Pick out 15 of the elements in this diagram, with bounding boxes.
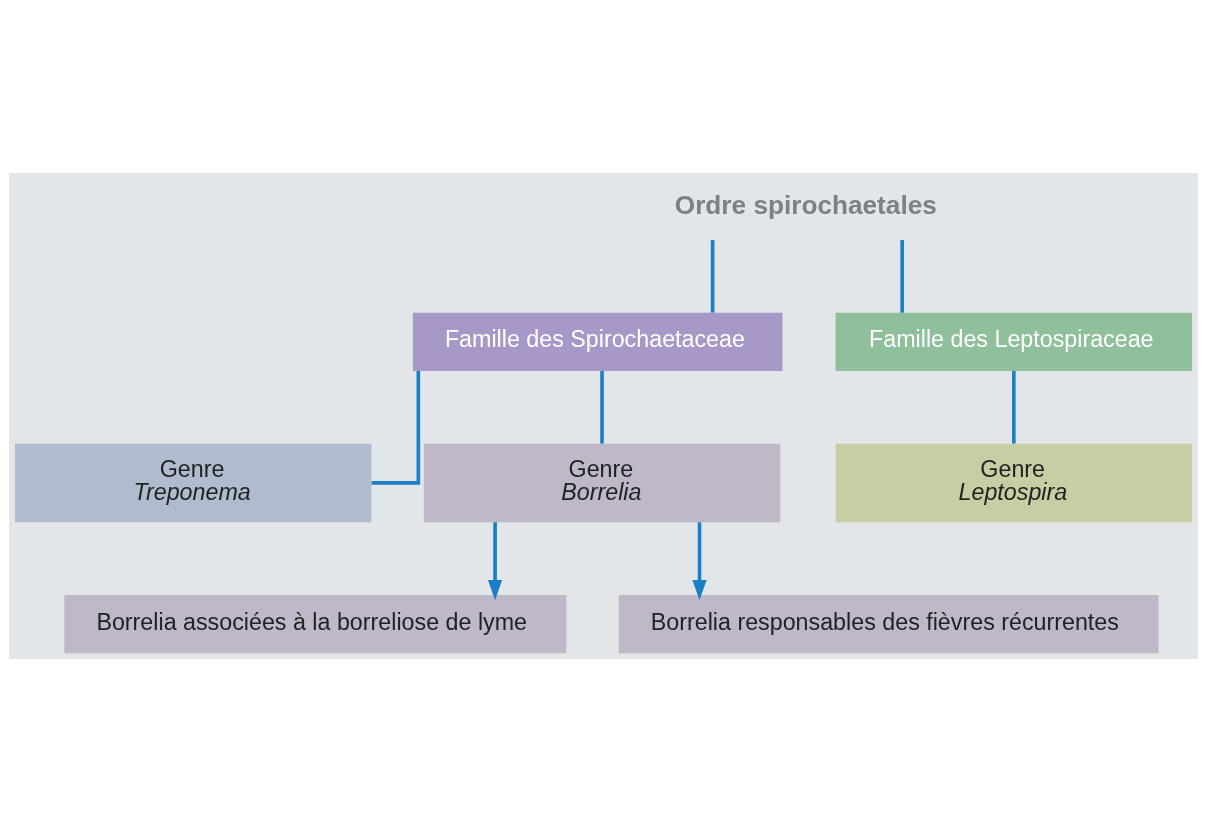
- node-box: Borrelia responsables des fièvres récurrentes: [618, 594, 1159, 653]
- connector: [710, 239, 715, 313]
- connector: [371, 370, 421, 485]
- connector: [1012, 370, 1016, 444]
- arrow: [692, 521, 707, 600]
- node-box: Genre Borrelia: [423, 443, 781, 522]
- node-box: Famille des Spirochaetaceae: [412, 312, 783, 371]
- arrow: [487, 521, 503, 600]
- connector: [900, 239, 904, 313]
- node-box: Genre Leptospira: [835, 443, 1193, 522]
- node-box: Genre Treponema: [14, 443, 372, 522]
- node-box: Borrelia associées à la borreliose de lyme: [64, 594, 567, 653]
- node-box: Famille des Leptospiraceae: [835, 312, 1193, 371]
- node-text: Ordre spirochaetales: [674, 189, 937, 220]
- connector: [600, 370, 604, 444]
